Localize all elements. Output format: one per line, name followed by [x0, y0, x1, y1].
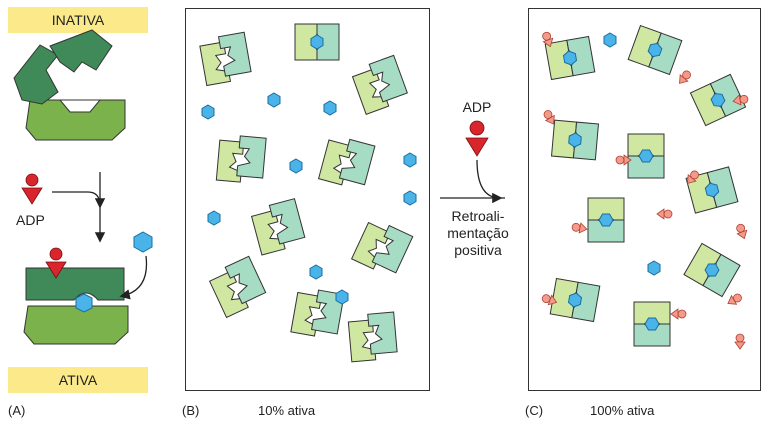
- adp-icon-center: [465, 120, 489, 157]
- feedback-line-2: mentação: [447, 225, 509, 241]
- caption-c-letter: (C): [525, 403, 544, 418]
- ligand-icon-a: [133, 231, 153, 253]
- feedback-line-3: positiva: [454, 242, 502, 258]
- panel-b-molecules: [198, 24, 414, 363]
- caption-b: 10% ativa: [258, 403, 316, 418]
- panel-c-molecules: [545, 26, 745, 346]
- inactive-enzyme: [13, 29, 126, 141]
- feedback-line-1: Retroali-: [451, 208, 505, 224]
- adp-label-a: ADP: [16, 212, 45, 228]
- inactive-label: INATIVA: [8, 7, 148, 33]
- arrow-adp-join: [52, 191, 106, 209]
- caption-c: 100% ativa: [590, 403, 655, 418]
- arrow-ligand-bind: [119, 255, 148, 300]
- active-enzyme: [23, 267, 129, 345]
- caption-b-letter: (B): [182, 403, 200, 418]
- active-label: ATIVA: [8, 367, 148, 393]
- arrow-feedback: [440, 159, 505, 198]
- adp-icon-a: [21, 173, 43, 205]
- adp-bound-icon: [45, 247, 67, 279]
- feedback-label: Retroali- mentação positiva: [436, 208, 520, 259]
- adp-label-center: ADP: [462, 99, 492, 115]
- caption-a: (A): [8, 403, 26, 418]
